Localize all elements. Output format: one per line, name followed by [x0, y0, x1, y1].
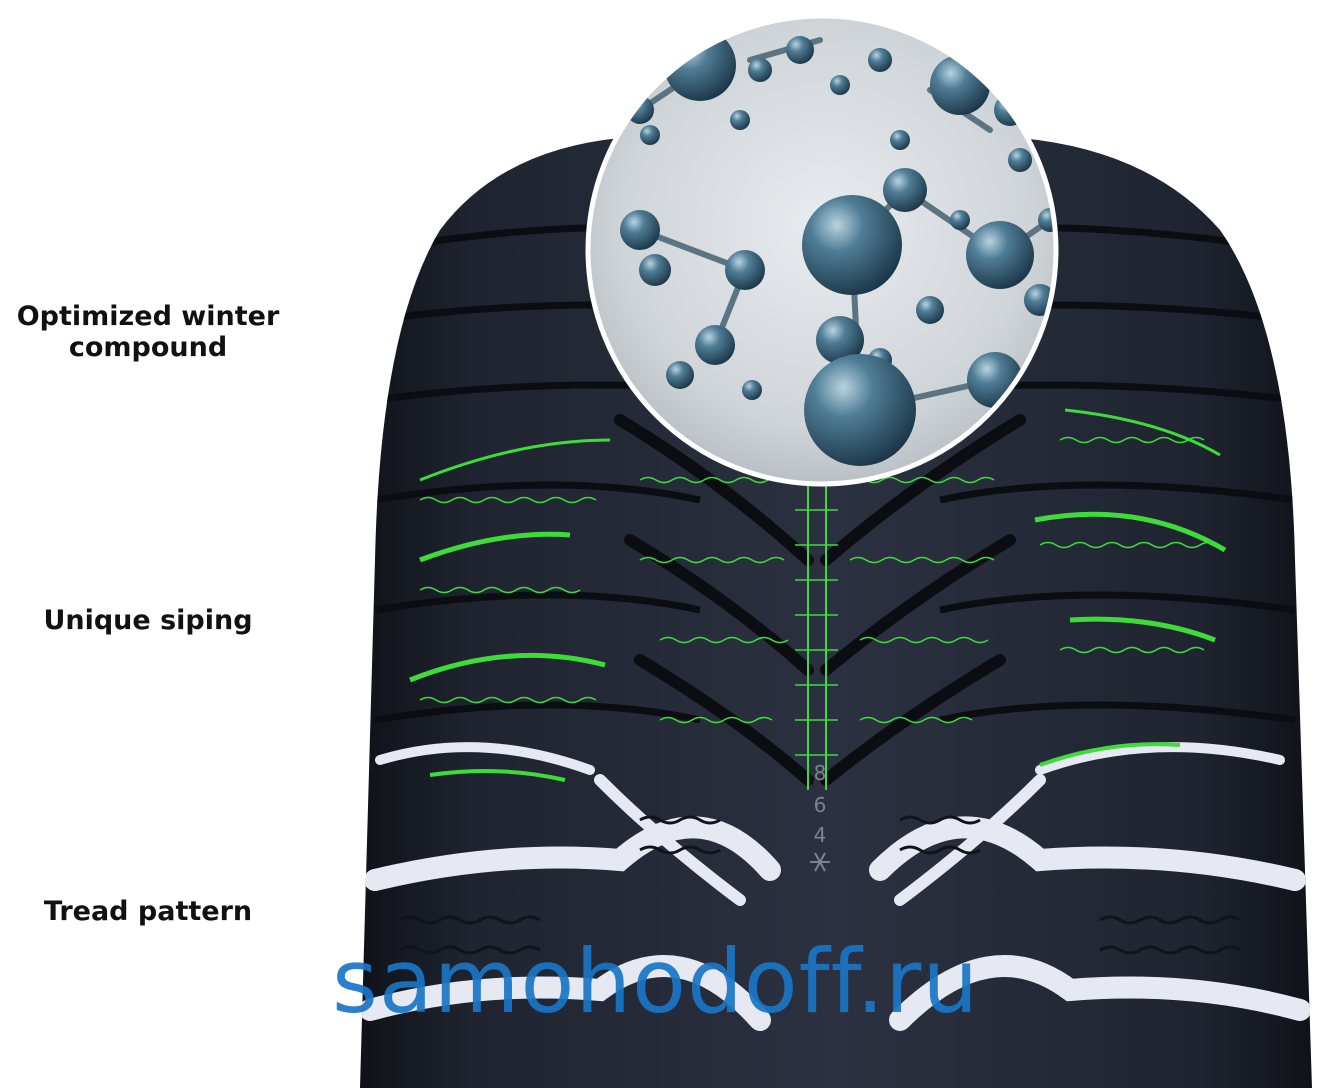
- green-siping: [409, 408, 1227, 790]
- label-unique-siping: Unique siping: [43, 605, 253, 636]
- directional-grooves: [614, 414, 1026, 786]
- snowflake-icon: [810, 852, 830, 872]
- label-tread-pattern: Tread pattern: [43, 896, 253, 927]
- lower-sipes: [399, 815, 1241, 955]
- molecule-atoms: [620, 29, 1055, 466]
- wear-mark-8: 8: [814, 761, 827, 785]
- wear-mark-6: 6: [814, 793, 827, 817]
- molecule-bubble: [585, 13, 1059, 487]
- wear-indicator: 8 6 4: [810, 761, 830, 872]
- watermark-text: samohodoff.ru: [332, 930, 980, 1033]
- snow-grooves: [360, 742, 1311, 1031]
- wear-mark-4: 4: [814, 823, 827, 847]
- label-line-1: Optimized winter: [16, 301, 280, 332]
- label-line-2: compound: [68, 332, 228, 363]
- label-optimized-winter-compound: Optimized winter compound: [0, 301, 296, 363]
